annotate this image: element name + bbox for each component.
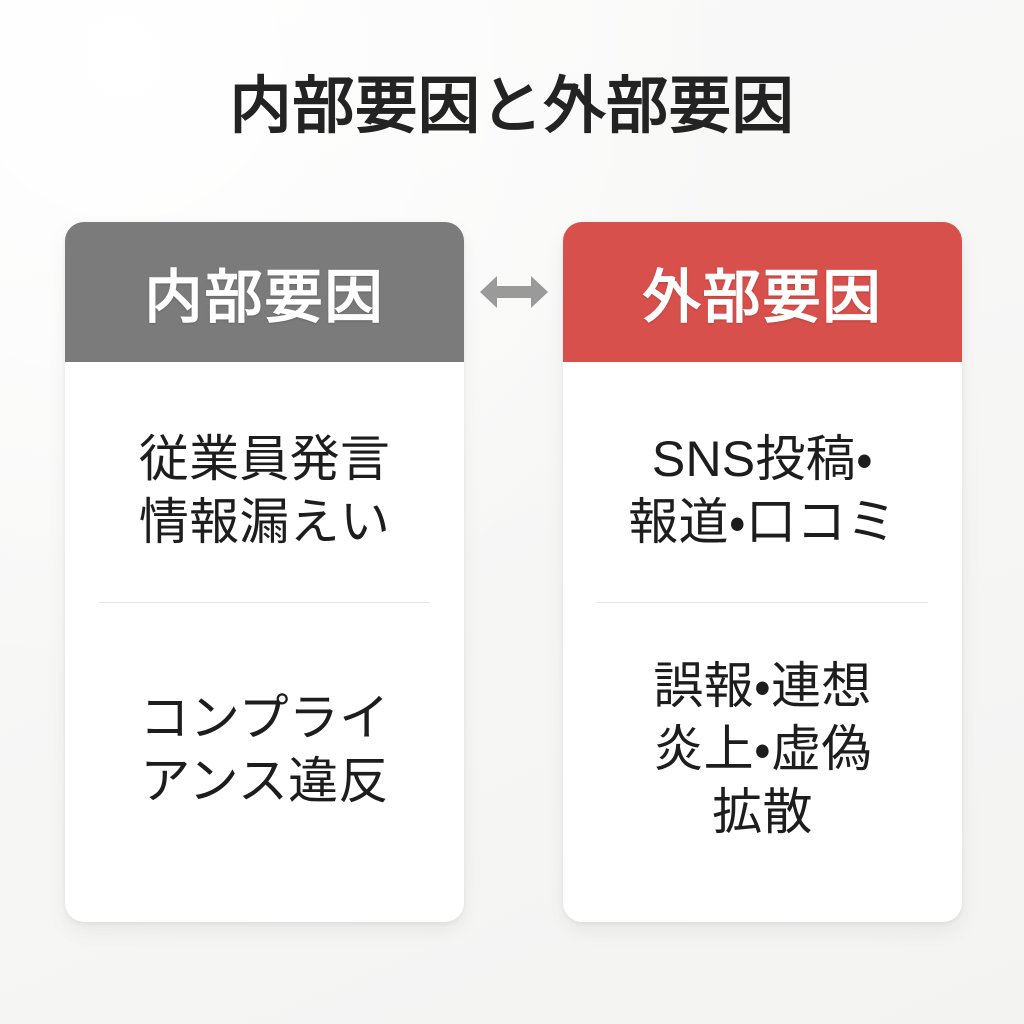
comparison-cards: 内部要因 従業員発言情報漏えい コンプライアンス違反 外部要因 SNS投稿・報道… — [65, 222, 962, 922]
card-external-body: SNS投稿・報道・口コミ 誤報・連想炎上・虚偽拡散 — [563, 362, 962, 922]
card-external-item-2: 誤報・連想炎上・虚偽拡散 — [653, 658, 872, 840]
card-internal-item-2: コンプライアンス違反 — [139, 689, 390, 809]
card-external-item-1: SNS投稿・報道・口コミ — [628, 431, 897, 550]
card-internal-body: 従業員発言情報漏えい コンプライアンス違反 — [65, 362, 464, 922]
card-internal-item-1: 従業員発言情報漏えい — [138, 431, 391, 550]
card-external-header: 外部要因 — [563, 222, 962, 362]
card-internal-divider — [99, 602, 430, 603]
left-right-arrow-icon — [478, 272, 550, 312]
card-external-divider — [597, 602, 928, 603]
connector — [464, 222, 563, 362]
card-external-factors: 外部要因 SNS投稿・報道・口コミ 誤報・連想炎上・虚偽拡散 — [563, 222, 962, 922]
card-internal-header: 内部要因 — [65, 222, 464, 362]
card-internal-factors: 内部要因 従業員発言情報漏えい コンプライアンス違反 — [65, 222, 464, 922]
page-title: 内部要因と外部要因 — [229, 72, 795, 141]
